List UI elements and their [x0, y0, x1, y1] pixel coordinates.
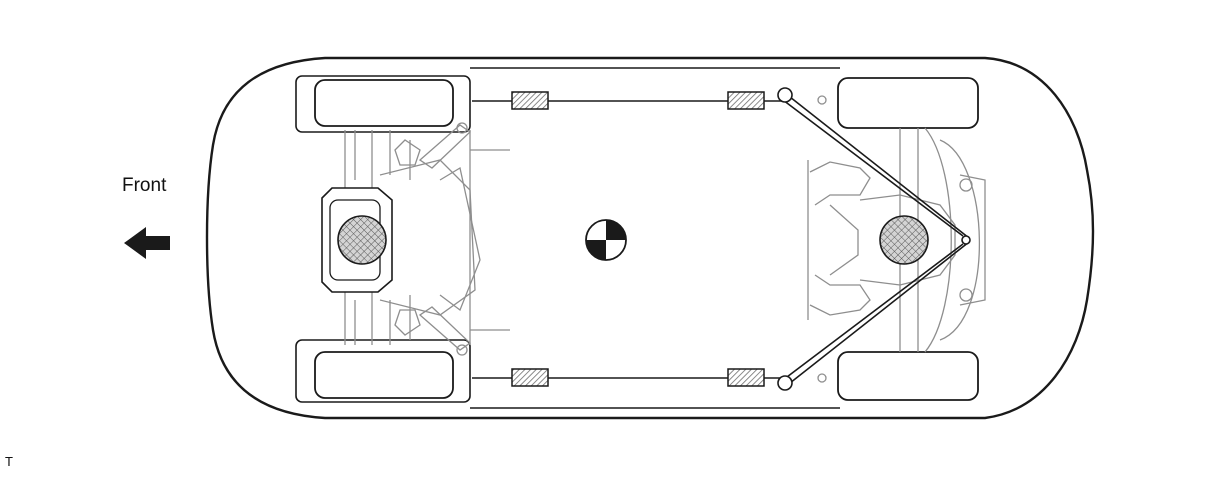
car-body-outline: [205, 56, 1095, 420]
rear-v-brace: [777, 87, 971, 391]
figure-corner-label: T: [5, 454, 13, 469]
floor-pan-outline: [470, 67, 840, 409]
jack-point-hatched: [727, 91, 765, 110]
side-rails: [472, 100, 785, 379]
rear-wheel-left: [837, 77, 979, 129]
center-of-gravity-icon: [585, 219, 627, 261]
front-wheel-right: [295, 339, 471, 403]
axle-center-hatched: [879, 215, 929, 265]
front-wheel-left: [295, 75, 471, 133]
front-arrow-icon: [124, 227, 170, 259]
axle-center-hatched: [337, 215, 387, 265]
jack-point-hatched: [511, 91, 549, 110]
rear-wheel-right: [837, 351, 979, 401]
jack-point-hatched: [511, 368, 549, 387]
jack-point-hatched: [727, 368, 765, 387]
front-label: Front: [122, 175, 167, 196]
front-engine-mount: [321, 187, 393, 293]
front-suspension: [344, 122, 510, 356]
